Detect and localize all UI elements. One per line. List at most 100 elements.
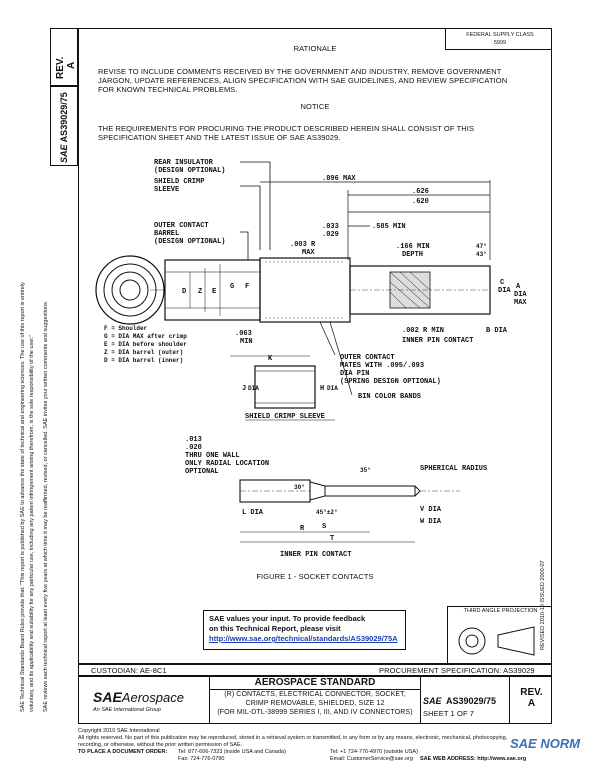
footer-web: SAE WEB ADDRESS: http://www.sae.org <box>420 756 527 762</box>
disclaimer-line-2: voluntary, and its applicability and sui… <box>29 334 35 712</box>
sheet-number: SHEET 1 OF 7 <box>423 709 475 718</box>
projection-label: THIRD ANGLE PROJECTION <box>463 608 538 614</box>
dim-002r: .002 R MIN <box>402 327 444 335</box>
lbl-depth: DEPTH <box>402 251 423 259</box>
logo-sae-text: SAE <box>93 689 122 705</box>
angle-30: 30° <box>294 484 305 491</box>
lbl-design-optional-2: (DESIGN OPTIONAL) <box>154 238 225 246</box>
federal-supply-box: FEDERAL SUPPLY CLASS 5999 <box>445 28 552 50</box>
sae-aerospace-logo: SAEAerospace An SAE International Group <box>93 689 184 714</box>
dim-003r: .003 R <box>290 241 316 249</box>
footer-fax: Fax: 724-776-0790 <box>178 756 225 762</box>
lbl-c-dia: DIA <box>498 287 511 295</box>
rationale-title: RATIONALE <box>293 44 337 53</box>
dim-063: .063 <box>235 330 252 338</box>
dim-020: .020 <box>185 444 202 452</box>
lbl-a-dia: DIA <box>514 291 527 299</box>
projection-box: THIRD ANGLE PROJECTION <box>447 606 552 664</box>
lbl-outer-contact-2: OUTER CONTACT <box>340 354 395 362</box>
lbl-w-dia: W DIA <box>420 518 442 526</box>
lbl-r: R <box>300 525 305 533</box>
footer-tel-2: Tel: +1 724-776-4970 (outside USA) <box>330 749 418 755</box>
lbl-j: J <box>242 385 246 393</box>
lbl-a-max: MAX <box>514 299 527 307</box>
logo-subtitle: An SAE International Group <box>93 707 161 713</box>
legend-f: F = Shoulder <box>104 325 148 332</box>
lbl-only-radial: ONLY RADIAL LOCATION <box>185 460 269 468</box>
standard-title: AEROSPACE STANDARD <box>210 677 420 690</box>
lbl-thru-one-wall: THRU ONE WALL <box>185 452 240 460</box>
custodian-row: CUSTODIAN: AE-8C1 PROCUREMENT SPECIFICAT… <box>78 664 552 676</box>
lbl-rear-insulator: REAR INSULATOR <box>154 159 214 167</box>
feedback-line-2: on this Technical Report, please visit <box>209 624 341 633</box>
lbl-e: E <box>212 288 216 296</box>
feedback-line-1: SAE values your input. To provide feedba… <box>209 614 366 623</box>
disclaimer-line-1: SAE Technical Standards Board Rules prov… <box>20 282 26 712</box>
dim-585: .585 MIN <box>372 223 406 231</box>
angle-43: 43° <box>476 251 487 258</box>
dim-029: .029 <box>322 231 339 239</box>
lbl-design-optional-1: (DESIGN OPTIONAL) <box>154 167 225 175</box>
rev-cell: REV. A <box>509 677 553 724</box>
procurement-text: PROCUREMENT SPECIFICATION: AS39029 <box>379 666 535 675</box>
desc-line-1: (R) CONTACTS, ELECTRICAL CONNECTOR, SOCK… <box>224 691 406 698</box>
rev-header-box: REV. A <box>50 28 78 86</box>
notice-text: THE REQUIREMENTS FOR PROCURING THE PRODU… <box>98 124 475 142</box>
legend-e: E = DIA before shoulder <box>104 341 187 348</box>
angle-45: 45°±2° <box>316 509 338 516</box>
lbl-optional: OPTIONAL <box>185 468 219 476</box>
logo-aerospace-text: Aerospace <box>121 690 184 705</box>
lbl-t: T <box>330 535 334 543</box>
lbl-s: S <box>322 523 326 531</box>
socket-contact-drawing: REAR INSULATOR (DESIGN OPTIONAL) SHIELD … <box>95 159 527 559</box>
lbl-dia-pin: DIA PIN <box>340 370 369 378</box>
feedback-box: SAE values your input. To provide feedba… <box>203 610 406 650</box>
doc-number: AS39029/75 <box>445 696 497 706</box>
doc-number-cell: SAE AS39029/75 SHEET 1 OF 7 <box>423 691 496 718</box>
title-inner-pin: INNER PIN CONTACT <box>280 551 351 559</box>
title-description-cell: AEROSPACE STANDARD (R) CONTACTS, ELECTRI… <box>209 677 421 724</box>
lbl-barrel: BARREL <box>154 230 179 238</box>
footer-email: Email: CustomerService@sae.org <box>330 756 413 762</box>
watermark-sae-norm: SAE NORM <box>510 736 581 751</box>
desc-line-2: CRIMP REMOVABLE, SHIELDED, SIZE 12 <box>245 700 385 707</box>
lbl-inner-pin-contact-1: INNER PIN CONTACT <box>402 337 473 345</box>
rev-header-label: REV. <box>55 56 66 79</box>
dim-620: .620 <box>412 198 429 206</box>
custodian-text: CUSTODIAN: AE-8C1 <box>91 666 167 675</box>
title-shield-sleeve: SHIELD CRIMP SLEEVE <box>245 413 325 421</box>
lbl-min-1: MIN <box>240 338 253 346</box>
desc-line-3: (FOR MIL-DTL-38999 SERIES I, III, AND IV… <box>217 709 413 716</box>
lbl-outer-contact: OUTER CONTACT <box>154 222 209 230</box>
lbl-spherical: SPHERICAL RADIUS <box>420 465 487 473</box>
lbl-shield-crimp: SHIELD CRIMP <box>154 178 204 186</box>
angle-47: 47° <box>476 243 487 250</box>
figure-caption: FIGURE 1 - SOCKET CONTACTS <box>256 572 374 581</box>
federal-line-1: FEDERAL SUPPLY CLASS <box>466 32 534 38</box>
federal-line-2: 5999 <box>493 40 507 46</box>
lbl-mates-with: MATES WITH .095/.093 <box>340 362 424 370</box>
footer-rights: All rights reserved. No part of this pub… <box>78 735 508 741</box>
angle-35: 35° <box>360 467 371 474</box>
lbl-h-dia: DIA <box>327 385 338 392</box>
lbl-l-dia: L DIA <box>242 509 264 517</box>
lbl-g: G <box>230 283 234 291</box>
lbl-k: K <box>268 355 273 363</box>
feedback-url-link[interactable]: http://www.sae.org/technical/standards/A… <box>209 634 398 643</box>
lbl-h: H <box>320 385 324 393</box>
lbl-f: F <box>245 283 249 291</box>
lbl-bin-color: BIN COLOR BANDS <box>358 393 421 401</box>
title-block: SAEAerospace An SAE International Group … <box>78 676 552 724</box>
dim-166: .166 MIN <box>396 243 430 251</box>
lbl-b-dia: B DIA <box>486 327 508 335</box>
lbl-a: A <box>516 283 521 291</box>
dim-033: .033 <box>322 223 339 231</box>
rev-value: A <box>527 698 536 709</box>
lbl-c: C <box>500 279 504 287</box>
lbl-d: D <box>182 288 186 296</box>
dim-896: .896 MAX <box>322 175 356 183</box>
legend-z: Z = DIA barrel (outer) <box>104 349 183 356</box>
lbl-sleeve: SLEEVE <box>154 186 179 194</box>
notice-title: NOTICE <box>300 102 330 111</box>
footer-rights-2: recording, or otherwise, without the pri… <box>78 742 243 748</box>
